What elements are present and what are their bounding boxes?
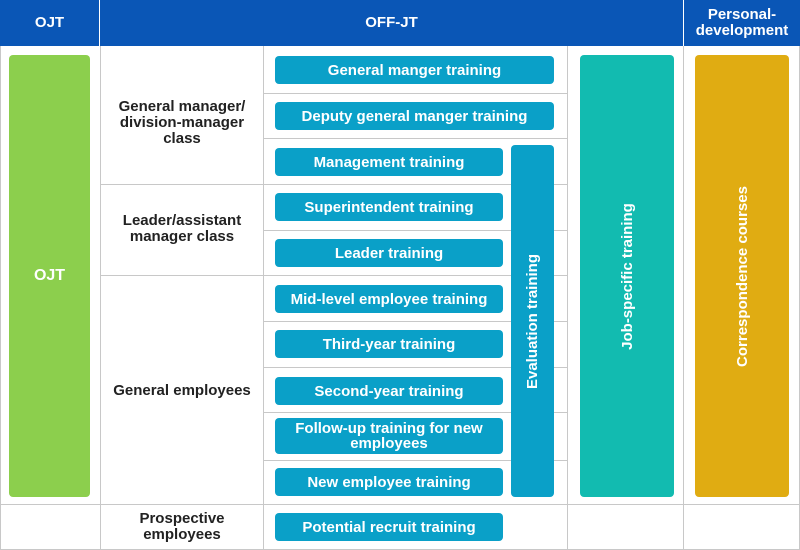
evaluation-training-bar: Evaluation training [511, 145, 554, 497]
training-mid-level: Mid-level employee training [275, 285, 503, 313]
grid-line [0, 46, 1, 550]
grid-line [263, 230, 567, 231]
training-deputy-general-manager: Deputy general manger training [275, 102, 554, 130]
grid-line [100, 184, 264, 185]
training-second-year: Second-year training [275, 377, 503, 405]
training-general-manager: General manger training [275, 56, 554, 84]
training-new-employee: New employee training [275, 468, 503, 496]
header-personal-development: Personal-development [684, 0, 800, 46]
evaluation-training-label: Evaluation training [524, 253, 542, 389]
header-ojt: OJT [0, 0, 100, 46]
class-general-employees: General employees [113, 382, 251, 399]
grid-line [0, 504, 800, 505]
training-superintendent: Superintendent training [275, 193, 503, 221]
grid-line [263, 412, 567, 413]
class-prospective-employees: Prospective employees [139, 510, 225, 543]
grid-line [263, 321, 567, 322]
header-off-jt: OFF-JT [100, 0, 684, 46]
training-third-year: Third-year training [275, 330, 503, 358]
grid-line [100, 46, 101, 550]
class-leader: Leader/assistant manager class [122, 212, 242, 245]
class-general-manager: General manager/ division-manager class [118, 98, 246, 147]
header-personal-label: Personal-development [695, 6, 789, 39]
grid-line [263, 138, 567, 139]
grid-line [263, 93, 567, 94]
grid-line [263, 275, 567, 276]
job-specific-training-label: Job-specific training [618, 202, 636, 350]
grid-line [263, 460, 567, 461]
grid-line [263, 184, 567, 185]
grid-line [567, 46, 568, 550]
training-potential-recruit: Potential recruit training [275, 513, 503, 541]
ojt-bar-label: OJT [33, 267, 66, 284]
ojt-bar: OJT [9, 55, 90, 497]
grid-line [263, 46, 264, 550]
job-specific-training-bar: Job-specific training [580, 55, 674, 497]
correspondence-courses-label: Correspondence courses [733, 185, 751, 367]
training-leader: Leader training [275, 239, 503, 267]
training-follow-up: Follow-up training for new employees [275, 418, 503, 454]
grid-line [100, 275, 264, 276]
grid-line [263, 367, 567, 368]
training-management: Management training [275, 148, 503, 176]
grid-line [683, 46, 684, 550]
correspondence-courses-bar: Correspondence courses [695, 55, 789, 497]
